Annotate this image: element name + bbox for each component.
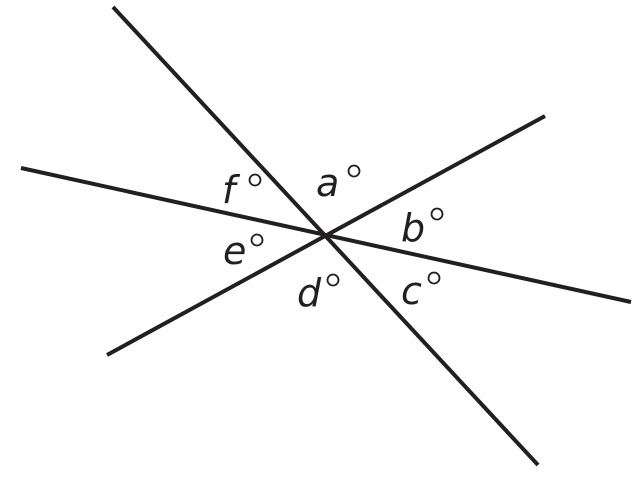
- angle-c-variable: c: [401, 269, 422, 313]
- angle-f-label: f: [222, 168, 262, 212]
- angle-e-variable: e: [223, 229, 246, 273]
- angle-f-variable: f: [222, 168, 241, 212]
- angle-c-label: c: [401, 269, 441, 313]
- angle-b-variable: b: [401, 206, 425, 250]
- angle-b-degree-symbol: [430, 207, 444, 221]
- angle-a-variable: a: [316, 161, 339, 205]
- angle-d-degree-symbol: [326, 273, 340, 287]
- rising-line: [106, 114, 546, 357]
- angle-d-label: d: [297, 271, 340, 315]
- angle-f-degree-symbol: [248, 173, 262, 187]
- angle-b-label: b: [401, 206, 444, 250]
- angle-c-degree-symbol: [427, 271, 441, 285]
- angle-d-variable: d: [297, 271, 322, 315]
- angle-a-degree-symbol: [347, 164, 361, 178]
- angle-e-degree-symbol: [250, 233, 264, 247]
- angle-a-label: a: [316, 161, 361, 205]
- angle-e-label: e: [223, 229, 264, 273]
